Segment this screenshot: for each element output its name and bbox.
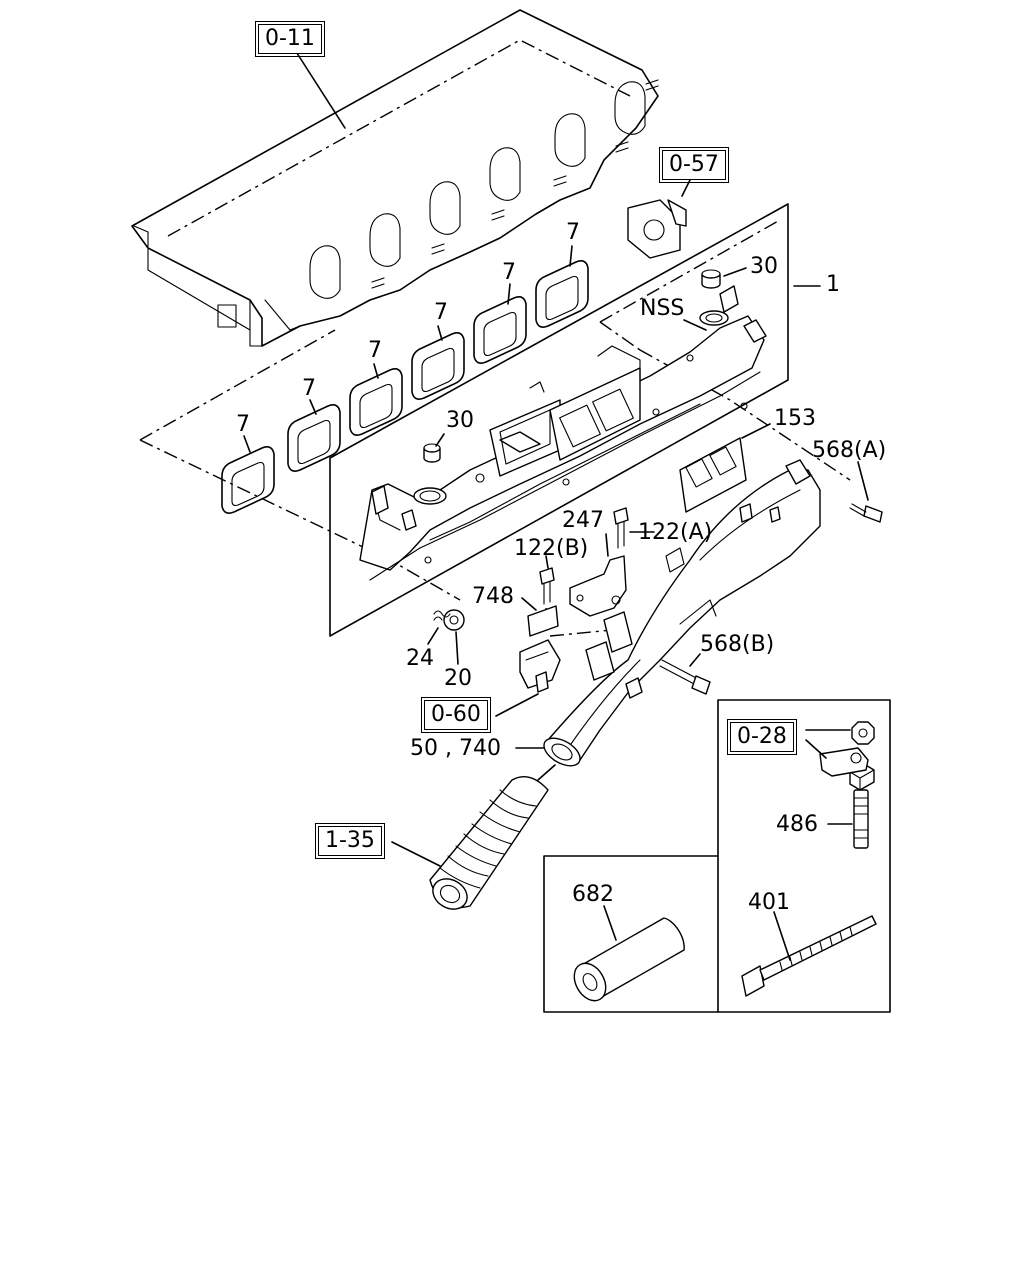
clamp-0-60-drawing [519,639,561,693]
callout-30[interactable]: 30 [750,254,778,279]
ref-box-0-60[interactable]: 0-60 [421,697,491,733]
clip-0-28-drawing [819,721,875,849]
leader-247 [605,533,609,557]
callout-7[interactable]: 7 [434,300,448,325]
callout-748[interactable]: 748 [472,584,514,609]
bolt-568b-drawing [659,659,711,695]
exhaust-manifold-drawing [359,285,767,581]
callout-30[interactable]: 30 [446,408,474,433]
callout-568a[interactable]: 568(A) [812,438,887,463]
hose-1-35-drawing [429,776,549,910]
ref-box-0-11[interactable]: 0-11 [255,21,325,57]
bolt-568a-drawing [849,503,883,523]
tube-682-drawing [573,917,685,1002]
bracket-247-drawing [569,507,629,617]
ref-box-1-35[interactable]: 1-35 [315,823,385,859]
leader-30-lower [435,433,445,447]
leader-30-upper [723,267,747,277]
egr-pipe-drawing [543,459,821,767]
callout-486[interactable]: 486 [776,812,818,837]
leaders-7 [243,245,573,453]
leader-0-11 [294,49,346,129]
leader-682 [603,905,617,941]
callout-50-740[interactable]: 50 , 740 [410,736,501,761]
leader-122b [545,555,549,569]
callout-24[interactable]: 24 [406,646,434,671]
cylinder-head-drawing [131,9,659,347]
flange-0-57-drawing [627,199,687,259]
leader-nss [683,319,707,331]
callout-nss[interactable]: NSS [640,296,685,321]
callout-153[interactable]: 153 [774,406,816,431]
ref-box-0-28[interactable]: 0-28 [727,719,797,755]
leader-0-28-b [805,739,827,759]
callout-247[interactable]: 247 [562,508,604,533]
leader-568a [857,461,869,501]
leader-0-60 [495,693,539,717]
leader-568b [689,653,701,667]
callout-122b[interactable]: 122(B) [514,536,589,561]
callout-7[interactable]: 7 [302,376,316,401]
leader-748 [521,597,537,611]
leader-0-57 [681,179,691,197]
ref-box-0-57[interactable]: 0-57 [659,147,729,183]
inset-boxes [543,699,891,1013]
callout-7[interactable]: 7 [368,338,382,363]
leader-24 [427,627,439,645]
nut-washer-drawing [433,609,465,631]
callout-7[interactable]: 7 [502,260,516,285]
leader-hose [537,764,556,781]
leader-1-35 [391,841,441,867]
leader-20 [455,631,459,665]
leader-401 [773,911,791,961]
bolt-122b-drawing [527,567,559,637]
gaskets-drawing [221,260,589,514]
callout-568b[interactable]: 568(B) [700,632,775,657]
callout-1[interactable]: 1 [826,272,840,297]
callout-401[interactable]: 401 [748,890,790,915]
leader-153 [741,423,771,439]
manifold-frame [329,203,789,637]
callout-682[interactable]: 682 [572,882,614,907]
plugs-30 [423,269,721,463]
cable-tie-401-drawing [741,915,877,997]
callout-20[interactable]: 20 [444,666,472,691]
callout-7[interactable]: 7 [236,412,250,437]
callout-7[interactable]: 7 [566,220,580,245]
gasket-153-drawing [679,437,747,513]
callout-122a[interactable]: 122(A) [638,520,713,545]
